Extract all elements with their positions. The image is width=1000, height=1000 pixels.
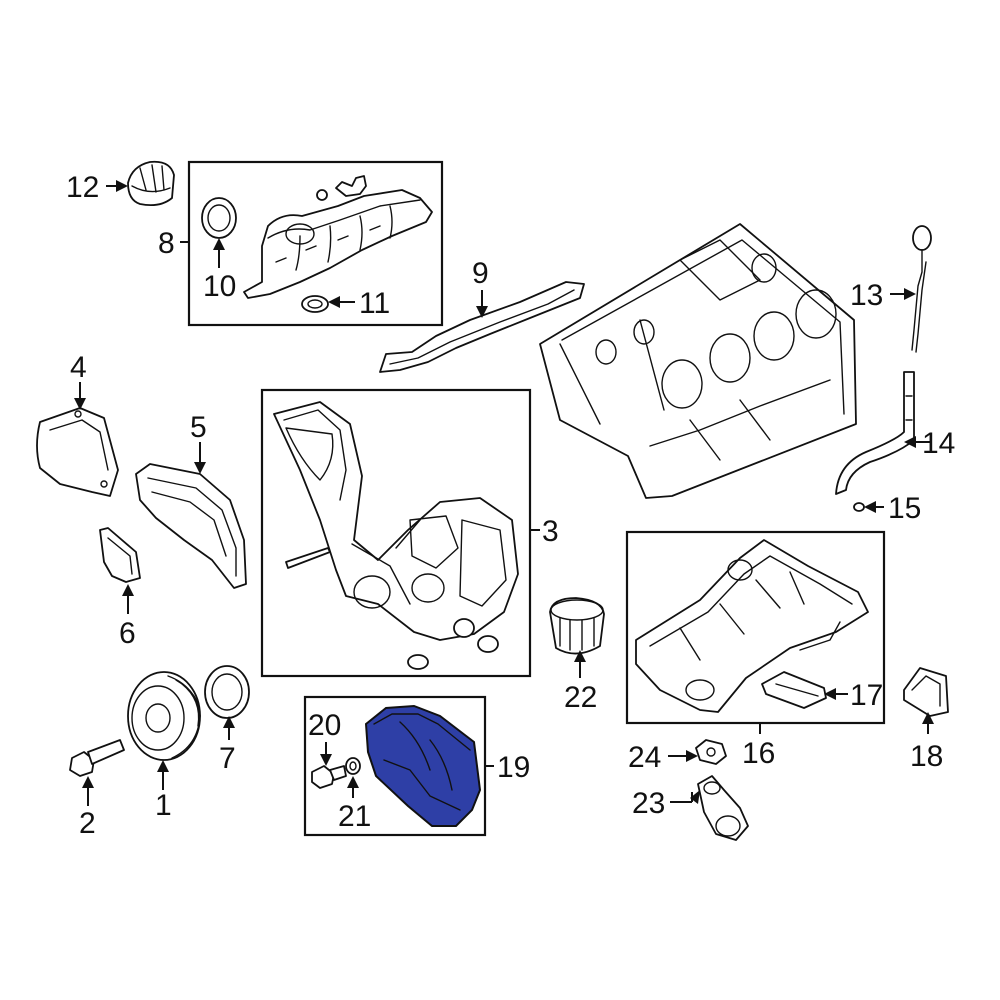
- oil-filler-cap[interactable]: [127, 160, 175, 207]
- leader-lines: [74, 180, 934, 806]
- callout-24: 24: [628, 741, 661, 774]
- callout-6: 6: [119, 617, 136, 650]
- callout-14: 14: [922, 427, 955, 460]
- engine-block: [539, 223, 857, 499]
- callout-17: 17: [850, 679, 883, 712]
- callout-20: 20: [308, 709, 341, 742]
- oil-pump-pickup-gasket[interactable]: [695, 739, 727, 765]
- callout-4: 4: [70, 351, 87, 384]
- callout-5: 5: [190, 411, 207, 444]
- callout-1: 1: [155, 789, 172, 822]
- pulley-bolt[interactable]: [69, 739, 125, 777]
- callout-7: 7: [219, 742, 236, 775]
- callout-13: 13: [850, 279, 883, 312]
- oil-pan-bracket[interactable]: [903, 667, 949, 717]
- lower-oil-pan[interactable]: [364, 704, 482, 827]
- callout-3: 3: [542, 515, 559, 548]
- callout-9: 9: [472, 257, 489, 290]
- group-box-oil-pan-upper: [625, 530, 886, 725]
- oil-strainer[interactable]: [697, 775, 749, 841]
- spark-plug-tube-seal[interactable]: [301, 295, 329, 313]
- callout-18: 18: [910, 740, 943, 773]
- timing-cover-plate[interactable]: [135, 463, 247, 589]
- callout-19: 19: [497, 751, 530, 784]
- drain-plug-washer[interactable]: [345, 757, 361, 775]
- callout-11: 11: [359, 287, 390, 320]
- callout-15: 15: [888, 492, 921, 525]
- dipstick-tube[interactable]: [835, 371, 915, 495]
- oil-dipstick[interactable]: [911, 225, 932, 353]
- callout-10: 10: [203, 270, 236, 303]
- upper-oil-pan[interactable]: [635, 539, 869, 713]
- callout-21: 21: [338, 800, 371, 833]
- crankshaft-pulley[interactable]: [127, 671, 201, 761]
- oil-filter[interactable]: [549, 597, 605, 655]
- valve-cover[interactable]: [243, 175, 433, 299]
- group-box-valve-cover: [187, 160, 444, 327]
- callout-12: 12: [66, 171, 99, 204]
- callout-labels: 12 8 10 11 9 13 14 15 4 5 6 3 22 17 16 1…: [66, 171, 955, 840]
- callout-23: 23: [632, 787, 665, 820]
- valve-cover-gasket[interactable]: [379, 281, 585, 373]
- callout-16: 16: [742, 737, 775, 770]
- timing-cover[interactable]: [273, 401, 519, 670]
- cover-gasket[interactable]: [99, 527, 141, 583]
- group-box-timing-cover: [260, 388, 532, 678]
- callout-8: 8: [158, 227, 175, 260]
- dipstick-tube-o-ring[interactable]: [853, 502, 865, 512]
- callout-22: 22: [564, 681, 597, 714]
- oil-pan-baffle[interactable]: [761, 671, 827, 709]
- crankshaft-seal[interactable]: [204, 665, 250, 719]
- valve-cover-seal-ring[interactable]: [201, 197, 237, 239]
- callout-2: 2: [79, 807, 96, 840]
- drain-plug[interactable]: [311, 765, 347, 789]
- timing-chain-cover-small[interactable]: [36, 407, 119, 497]
